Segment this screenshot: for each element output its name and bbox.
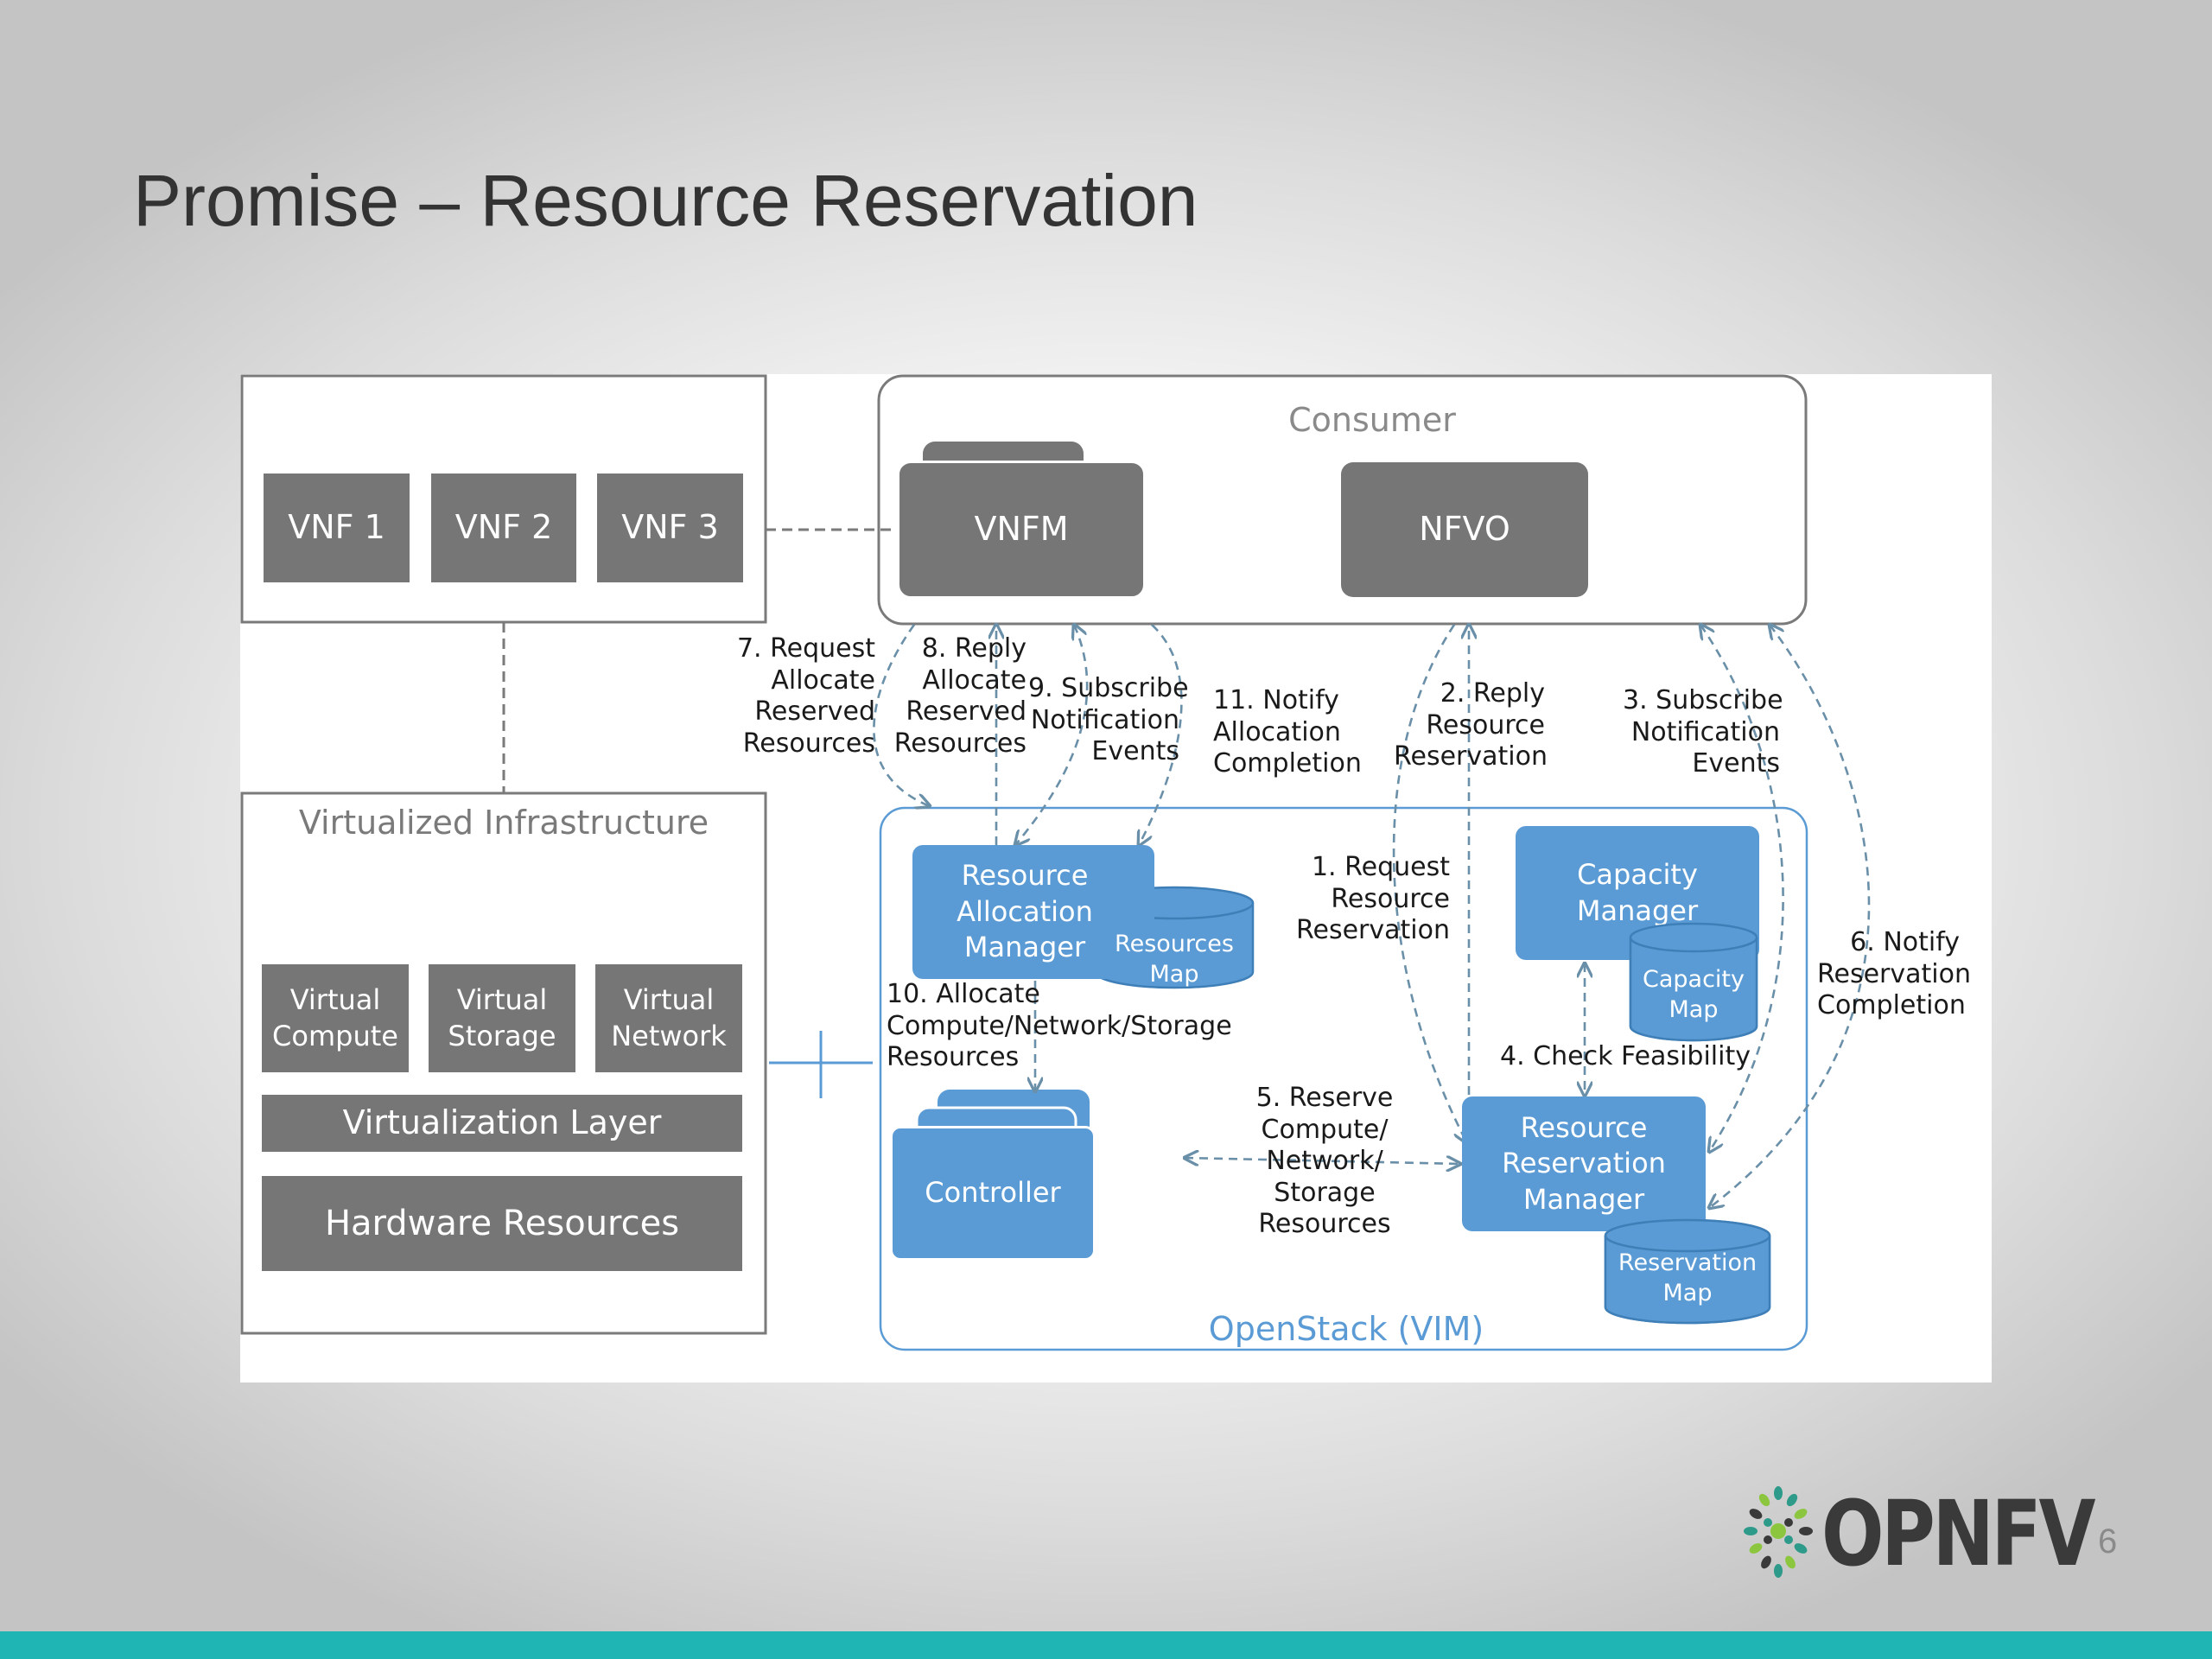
step5-label: 5. Reserve Compute/ Network/ Storage Res… [1255, 1083, 1394, 1240]
slide-title: Promise – Resource Reservation [133, 160, 1198, 241]
controller-box: Controller [890, 1126, 1096, 1261]
step3-label: 3. Subscribe Notification Events [1623, 685, 1783, 779]
reservation-map-overlay [1604, 1218, 1771, 1325]
vnfm-label: VNFM [974, 510, 1069, 549]
step11-label: 11. Notify Allocation Completion [1213, 685, 1362, 779]
step10-label: 10. Allocate Compute/Network/Storage Res… [887, 979, 1232, 1073]
opnfv-leaf-icon [1744, 1486, 1813, 1578]
virtual-compute-box: Virtual Compute [262, 964, 409, 1072]
capacity-map-label: Capacity Map [1643, 966, 1745, 1024]
step1-label: 1. Request Resource Reservation [1296, 852, 1450, 946]
vnf3-label: VNF 3 [621, 508, 719, 547]
reservation-map-label: Reservation Map [1618, 1249, 1758, 1307]
resource-allocation-manager-box: Resource Allocation Manager [912, 845, 1154, 979]
arrow-step9 [1015, 625, 1089, 845]
virtualization-layer-box: Virtualization Layer [262, 1095, 742, 1152]
page-number: 6 [2098, 1522, 2118, 1560]
opnfv-logo: OPNFV [1738, 1481, 2096, 1586]
resources-map-label: Resources Map [1115, 931, 1234, 988]
nfvo-label: NFVO [1419, 510, 1510, 549]
capacity-manager-label: Capacity Manager [1576, 857, 1699, 927]
step2-label: 2. Reply Resource Reservation [1394, 678, 1548, 772]
virtual-storage-box: Virtual Storage [429, 964, 575, 1072]
arrow-step1 [1392, 624, 1467, 1143]
openstack-title: OpenStack (VIM) [1208, 1310, 1484, 1348]
step7-label: 7. Request Allocate Reserved Resources [736, 633, 875, 759]
vnf2-label: VNF 2 [454, 508, 553, 547]
arrow-step5 [1185, 1158, 1460, 1164]
step6-label: 6. Notify Reservation Completion [1817, 927, 1971, 1021]
vnf2-box: VNF 2 [431, 474, 576, 582]
vnf3-box: VNF 3 [597, 474, 743, 582]
virtual-network-box: Virtual Network [595, 964, 742, 1072]
consumer-title: Consumer [1288, 401, 1456, 439]
resource-reservation-manager-label: Resource Reservation Manager [1502, 1110, 1666, 1216]
opnfv-logo-text: OPNFV [1821, 1481, 2096, 1586]
vnfm-box: VNFM [897, 461, 1146, 599]
hardware-resources-box: Hardware Resources [262, 1176, 742, 1271]
hardware-resources-label: Hardware Resources [324, 1204, 680, 1243]
resource-reservation-manager-box: Resource Reservation Manager [1462, 1096, 1706, 1231]
virtualization-layer-label: Virtualization Layer [342, 1103, 662, 1142]
step8-label: 8. Reply Allocate Reserved Resources [893, 633, 1027, 759]
step9-label: 9. Subscribe Notification Events [1028, 673, 1189, 767]
virtualized-infrastructure-title: Virtualized Infrastructure [298, 804, 709, 842]
virtual-network-label: Virtual Network [611, 982, 727, 1052]
resource-allocation-manager-label: Resource Allocation Manager [957, 859, 1093, 964]
virtual-compute-label: Virtual Compute [272, 982, 398, 1052]
nfvo-box: NFVO [1341, 462, 1588, 597]
step4-label: 4. Check Feasibility [1500, 1041, 1751, 1071]
capacity-map-overlay [1629, 922, 1758, 1042]
architecture-diagram: VNF 1 VNF 2 VNF 3 Consumer VNFM NFVO Vir… [240, 374, 1992, 1382]
virtual-storage-label: Virtual Storage [448, 982, 556, 1052]
controller-label: Controller [925, 1176, 1061, 1210]
arrow-step11 [1139, 624, 1183, 845]
vnf1-box: VNF 1 [264, 474, 410, 582]
vnf1-label: VNF 1 [288, 508, 385, 547]
arrow-step7 [873, 624, 930, 806]
footer-accent-bar [0, 1631, 2212, 1659]
